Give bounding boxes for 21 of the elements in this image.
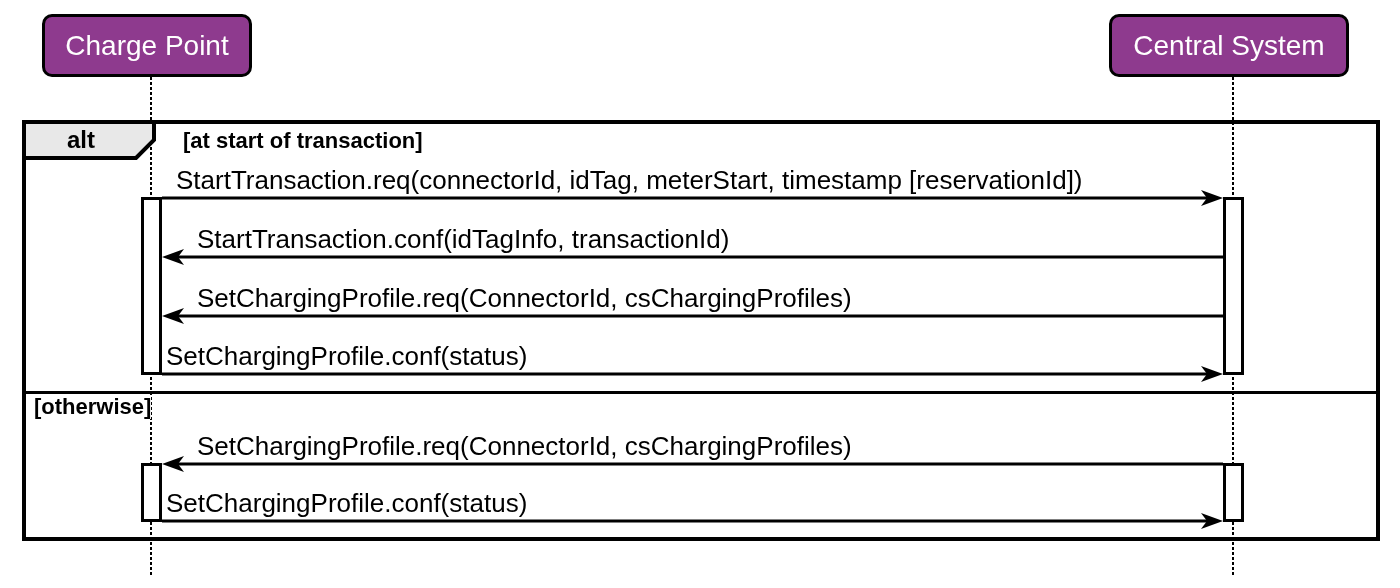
alt-fragment-frame [22, 120, 1380, 541]
guard-condition: [otherwise] [34, 395, 152, 419]
message-arrow [162, 249, 1223, 265]
message-label: SetChargingProfile.conf(status) [166, 341, 528, 371]
message-label: SetChargingProfile.conf(status) [166, 488, 528, 518]
participant-box: Charge Point [42, 14, 252, 77]
activation-bar [141, 197, 162, 375]
message-arrow [162, 366, 1223, 382]
message-arrow [162, 513, 1223, 529]
message-label: SetChargingProfile.req(ConnectorId, csChargingProfiles) [197, 431, 852, 461]
message-label: StartTransaction.conf(idTagInfo, transactionId) [197, 224, 730, 254]
activation-bar [1223, 197, 1244, 375]
participant-box: Central System [1109, 14, 1349, 77]
guard-condition: [at start of transaction] [183, 129, 423, 153]
activation-bar [1223, 463, 1244, 522]
message-arrow [162, 190, 1223, 206]
message-arrow [162, 456, 1223, 472]
message-label: StartTransaction.req(connectorId, idTag, meterStart, timestamp [reservationId]) [176, 165, 1083, 195]
activation-bar [141, 463, 162, 522]
message-label: SetChargingProfile.req(ConnectorId, csChargingProfiles) [197, 283, 852, 313]
message-arrow [162, 308, 1223, 324]
